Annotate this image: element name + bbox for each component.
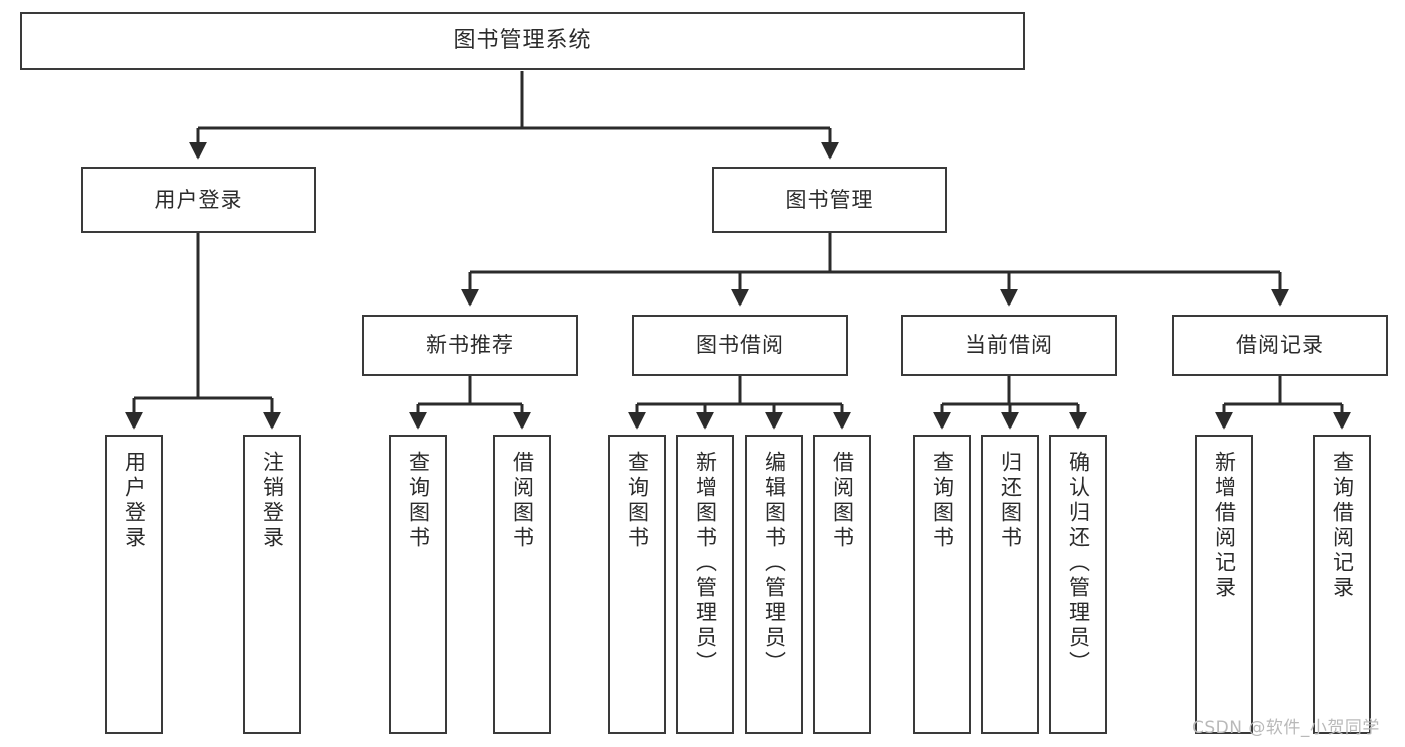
node-label: 当前借阅 — [965, 333, 1053, 358]
node-label: 注销登录 — [260, 451, 285, 551]
node-borrow-record[interactable]: 借阅记录 — [1172, 315, 1388, 376]
node-label: 编辑图书（管理员） — [762, 451, 787, 676]
node-leaf-user-login[interactable]: 用户登录 — [105, 435, 163, 734]
node-label: 用户登录 — [154, 187, 243, 212]
node-label: 查询借阅记录 — [1330, 451, 1355, 601]
node-label: 图书管理 — [785, 187, 874, 212]
node-leaf-query-record[interactable]: 查询借阅记录 — [1313, 435, 1371, 734]
node-label: 图书借阅 — [696, 333, 784, 358]
node-leaf-edit-book[interactable]: 编辑图书（管理员） — [745, 435, 803, 734]
node-label: 查询图书 — [930, 451, 955, 551]
node-label: 用户登录 — [122, 451, 147, 551]
node-leaf-borrow-book-2[interactable]: 借阅图书 — [813, 435, 871, 734]
node-label: 确认归还（管理员） — [1066, 451, 1091, 676]
node-leaf-add-record[interactable]: 新增借阅记录 — [1195, 435, 1253, 734]
node-root-book-management-system[interactable]: 图书管理系统 — [20, 12, 1025, 70]
node-leaf-query-book-1[interactable]: 查询图书 — [389, 435, 447, 734]
node-leaf-add-book[interactable]: 新增图书（管理员） — [676, 435, 734, 734]
node-label: 借阅图书 — [510, 451, 535, 551]
node-leaf-return-book[interactable]: 归还图书 — [981, 435, 1039, 734]
node-label: 借阅记录 — [1236, 333, 1324, 358]
node-label: 查询图书 — [625, 451, 650, 551]
node-label: 借阅图书 — [830, 451, 855, 551]
node-leaf-query-book-2[interactable]: 查询图书 — [608, 435, 666, 734]
csdn-watermark: CSDN @软件_小贺同学 — [1192, 718, 1380, 738]
node-user-login[interactable]: 用户登录 — [81, 167, 316, 233]
node-current-borrow[interactable]: 当前借阅 — [901, 315, 1117, 376]
node-new-book-recommend[interactable]: 新书推荐 — [362, 315, 578, 376]
node-leaf-logout[interactable]: 注销登录 — [243, 435, 301, 734]
node-label: 新增借阅记录 — [1212, 451, 1237, 601]
node-leaf-borrow-book-1[interactable]: 借阅图书 — [493, 435, 551, 734]
node-leaf-confirm-return[interactable]: 确认归还（管理员） — [1049, 435, 1107, 734]
node-label: 新增图书（管理员） — [693, 451, 718, 676]
node-label: 图书管理系统 — [453, 28, 592, 54]
node-leaf-query-book-3[interactable]: 查询图书 — [913, 435, 971, 734]
node-label: 查询图书 — [406, 451, 431, 551]
node-book-borrow[interactable]: 图书借阅 — [632, 315, 848, 376]
node-book-manage[interactable]: 图书管理 — [712, 167, 947, 233]
node-label: 新书推荐 — [426, 333, 514, 358]
node-label: 归还图书 — [998, 451, 1023, 551]
